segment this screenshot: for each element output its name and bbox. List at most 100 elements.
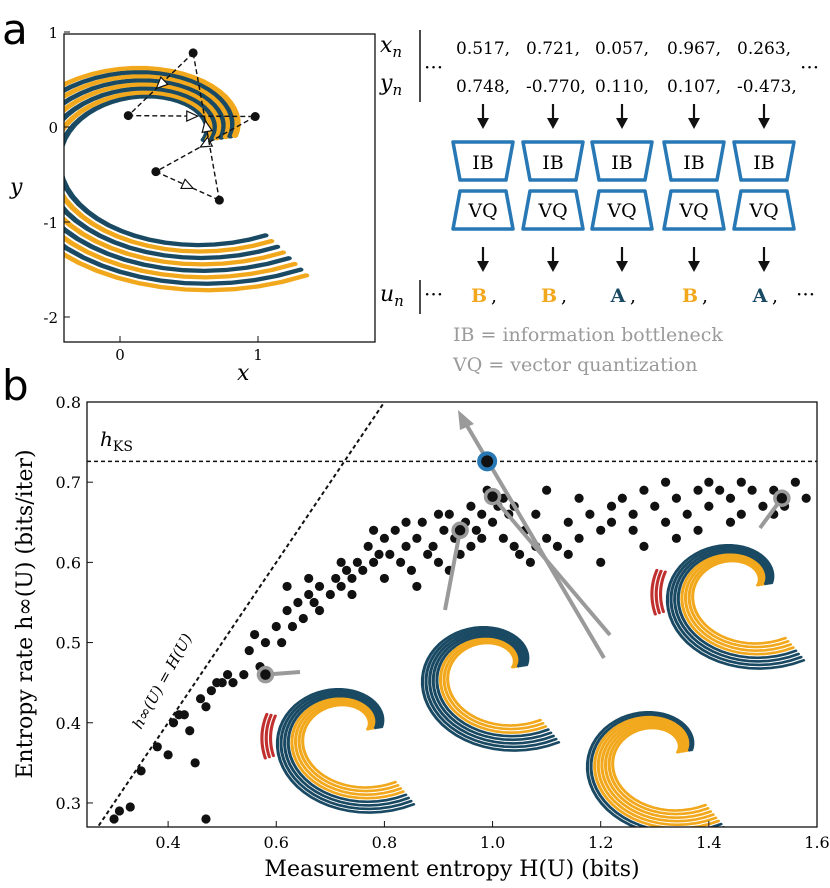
y-tick-label: 0.8 bbox=[56, 393, 81, 412]
y-value: -0.473, bbox=[737, 77, 797, 97]
scatter-point bbox=[201, 814, 211, 824]
down-arrow-head bbox=[688, 261, 700, 272]
attractor-band bbox=[428, 630, 555, 745]
scatter-point bbox=[563, 517, 573, 527]
trajectory-arrowhead bbox=[186, 110, 200, 122]
seq-right-ellipsis: ··· bbox=[800, 55, 819, 79]
scatter-point bbox=[152, 742, 162, 752]
symbol-comma: , bbox=[772, 285, 778, 307]
attractor-band bbox=[680, 553, 795, 656]
panel-a-ytick-2: -1 bbox=[43, 214, 58, 232]
y-tick-label: 0.7 bbox=[56, 473, 81, 492]
scatter-point bbox=[347, 589, 357, 600]
attractor-band bbox=[290, 697, 405, 800]
scatter-point bbox=[341, 565, 352, 575]
symbol: A bbox=[610, 285, 626, 307]
down-arrow-head bbox=[758, 261, 770, 272]
scatter-point bbox=[725, 517, 736, 527]
trajectory-point bbox=[123, 111, 133, 121]
attractor-band bbox=[665, 543, 806, 670]
scatter-point bbox=[379, 573, 390, 584]
panel-b-xlabel: Measurement entropy H(U) (bits) bbox=[264, 857, 639, 882]
scatter-point bbox=[471, 525, 481, 535]
scatter-point bbox=[368, 557, 379, 567]
vq-label: VQ bbox=[537, 200, 567, 222]
hks-label: hKS bbox=[100, 427, 133, 455]
scatter-point bbox=[563, 549, 573, 559]
symbol: B bbox=[541, 285, 557, 307]
scatter-point bbox=[282, 605, 292, 616]
attractor-band bbox=[593, 715, 720, 827]
scatter-point bbox=[433, 509, 444, 519]
attractor-band bbox=[64, 74, 298, 280]
scatter-point bbox=[336, 557, 346, 567]
scatter-point bbox=[401, 541, 411, 551]
x-tick-label: 1.2 bbox=[588, 833, 613, 852]
attractor-band bbox=[424, 628, 558, 749]
direction-arrow-head bbox=[458, 410, 474, 430]
attractor-band bbox=[279, 690, 413, 811]
panel-b-label: b bbox=[2, 361, 29, 410]
scatter-point bbox=[444, 509, 454, 519]
attractor-band bbox=[687, 557, 790, 649]
attractor-band bbox=[669, 546, 803, 667]
ib-label: IB bbox=[683, 152, 704, 174]
scatter-point bbox=[163, 750, 173, 760]
scatter-point bbox=[525, 557, 536, 567]
scatter-point bbox=[304, 573, 314, 584]
attractor-band bbox=[585, 710, 726, 827]
scatter-point bbox=[671, 533, 682, 543]
panel-a-axes-frame bbox=[63, 33, 376, 343]
scatter-point bbox=[498, 533, 508, 543]
ib-box bbox=[451, 140, 515, 182]
attractor-band bbox=[691, 559, 787, 645]
down-arrow-head bbox=[477, 118, 489, 129]
y-value: -0.770, bbox=[526, 77, 586, 97]
scatter-point bbox=[736, 509, 746, 519]
x-value: 0.057, bbox=[595, 39, 649, 59]
ib-box bbox=[662, 140, 726, 182]
scatter-point bbox=[596, 557, 606, 567]
attractor-band bbox=[286, 694, 408, 804]
attractor-band bbox=[607, 724, 710, 816]
x-tick-label: 1.0 bbox=[480, 833, 505, 852]
seq-u-right-ellipsis: ··· bbox=[796, 282, 815, 306]
scatter-point bbox=[628, 509, 638, 519]
scatter-point bbox=[606, 517, 617, 527]
attractor-band bbox=[64, 86, 281, 261]
scatter-point bbox=[390, 525, 400, 535]
scatter-point bbox=[790, 477, 800, 487]
vq-box bbox=[590, 189, 654, 231]
trajectory-point bbox=[214, 195, 224, 205]
scatter-point bbox=[466, 541, 476, 551]
scatter-point bbox=[542, 533, 552, 543]
scatter-point bbox=[660, 477, 671, 487]
attractor-band bbox=[64, 78, 292, 274]
scatter-point bbox=[250, 629, 260, 640]
scatter-point bbox=[704, 477, 714, 487]
panel-a-attractor bbox=[64, 65, 310, 293]
scatter-point bbox=[639, 485, 649, 495]
scatter-point bbox=[336, 581, 346, 592]
attractor-band bbox=[611, 726, 707, 812]
attractor-band bbox=[301, 703, 397, 789]
scatter-point bbox=[574, 533, 584, 543]
scatter-point bbox=[309, 597, 319, 608]
scatter-point bbox=[574, 493, 584, 503]
y-tick-label: 0.3 bbox=[56, 794, 81, 813]
vq-box bbox=[451, 189, 515, 231]
scatter-point bbox=[374, 549, 384, 559]
vq-label: VQ bbox=[748, 200, 778, 222]
scatter-point bbox=[206, 686, 216, 696]
attractor-band bbox=[603, 722, 713, 819]
panel-a-xlabel: x bbox=[237, 361, 250, 386]
scatter-point bbox=[304, 589, 314, 600]
ib-label: IB bbox=[611, 152, 632, 174]
scatter-point bbox=[552, 541, 563, 551]
scatter-point bbox=[514, 549, 525, 559]
attractor-band bbox=[600, 720, 715, 823]
symbol-comma: , bbox=[491, 285, 497, 307]
gray-marker bbox=[483, 487, 502, 506]
symbol-comma: , bbox=[702, 285, 708, 307]
scatter-point bbox=[693, 525, 703, 535]
